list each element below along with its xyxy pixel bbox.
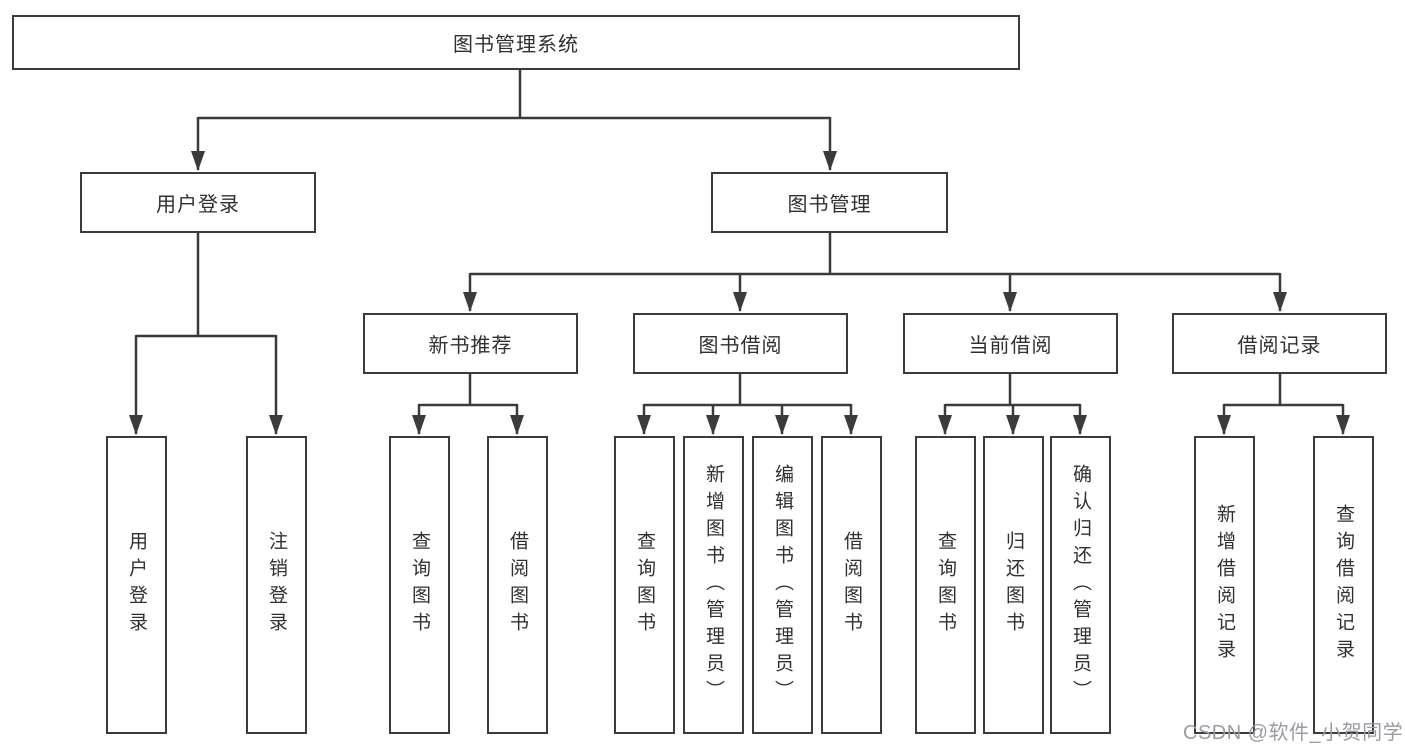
leaf-query-books-1: 查询图书: [389, 436, 450, 734]
leaf-query-borrow-record: 查询借阅记录: [1313, 436, 1374, 734]
leaf-borrow-books-1-label: 借阅图书: [507, 531, 528, 639]
leaf-logout: 注销登录: [246, 436, 307, 734]
leaf-borrow-books-1: 借阅图书: [487, 436, 548, 734]
leaf-add-borrow-record-label: 新增借阅记录: [1214, 504, 1235, 666]
leaf-edit-book-admin-label: 编辑图书（管理员）: [772, 463, 793, 707]
leaf-borrow-books-2: 借阅图书: [821, 436, 882, 734]
leaf-confirm-return-admin-label: 确认归还（管理员）: [1070, 463, 1091, 707]
leaf-query-books-3: 查询图书: [915, 436, 976, 734]
leaf-add-book-admin-label: 新增图书（管理员）: [703, 463, 724, 707]
node-borrowing-records: 借阅记录: [1172, 313, 1387, 374]
connectors: [129, 70, 1350, 435]
leaf-query-books-2-label: 查询图书: [634, 531, 655, 639]
leaf-user-login-label: 用户登录: [126, 531, 147, 639]
leaf-return-books: 归还图书: [983, 436, 1044, 734]
node-library-management-system: 图书管理系统: [12, 15, 1020, 70]
leaf-query-borrow-record-label: 查询借阅记录: [1333, 504, 1354, 666]
leaf-query-books-3-label: 查询图书: [935, 531, 956, 639]
leaf-add-book-admin: 新增图书（管理员）: [683, 436, 744, 734]
node-book-management: 图书管理: [711, 172, 948, 233]
leaf-edit-book-admin: 编辑图书（管理员）: [752, 436, 813, 734]
leaf-confirm-return-admin: 确认归还（管理员）: [1050, 436, 1111, 734]
node-user-login: 用户登录: [80, 172, 316, 233]
leaf-return-books-label: 归还图书: [1003, 531, 1024, 639]
leaf-logout-label: 注销登录: [266, 531, 287, 639]
leaf-query-books-1-label: 查询图书: [409, 531, 430, 639]
leaf-add-borrow-record: 新增借阅记录: [1194, 436, 1255, 734]
csdn-watermark: CSDN @软件_小贺同学: [1183, 722, 1404, 744]
node-current-borrowing: 当前借阅: [903, 313, 1118, 374]
leaf-borrow-books-2-label: 借阅图书: [841, 531, 862, 639]
node-book-borrowing: 图书借阅: [633, 313, 848, 374]
leaf-query-books-2: 查询图书: [614, 436, 675, 734]
leaf-user-login: 用户登录: [106, 436, 167, 734]
node-new-book-recommendation: 新书推荐: [363, 313, 578, 374]
